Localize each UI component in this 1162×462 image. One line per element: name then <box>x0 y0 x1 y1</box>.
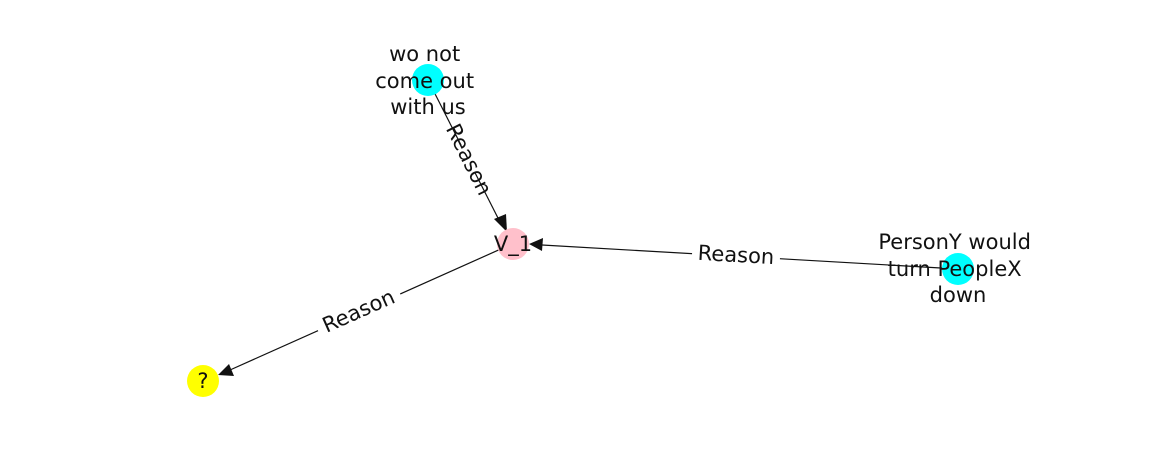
node-v1: V_1 <box>494 228 532 260</box>
node-q-circle <box>187 365 219 397</box>
edge-label-v1-q: Reason <box>319 285 399 338</box>
nodes: V_1 wo not come out with us PersonY woul… <box>187 42 1037 397</box>
node-v1-circle <box>497 228 529 260</box>
arrow-head <box>218 364 234 376</box>
node-a-label-line-1: wo not <box>389 42 460 66</box>
arrow-head <box>494 214 507 232</box>
edge-label-bg <box>312 280 406 344</box>
node-b: PersonY would turn PeopleX down <box>878 230 1037 307</box>
node-a-circle <box>412 64 444 96</box>
node-b-label-line-3: down <box>930 283 987 307</box>
node-q: ? <box>187 365 219 397</box>
node-b-label-line-1: PersonY would <box>878 230 1031 254</box>
node-a-label: wo not come out with us <box>375 42 481 119</box>
node-b-circle <box>942 253 974 285</box>
edge-label-bg <box>691 239 781 273</box>
node-v1-label: V_1 <box>494 232 532 257</box>
node-a-label-line-2: come out <box>375 69 474 93</box>
node-b-label: PersonY would turn PeopleX down <box>878 230 1037 307</box>
edge-label-bg <box>435 132 502 186</box>
node-a-label-line-3: with us <box>390 95 465 119</box>
edge-b-to-v1: Reason <box>529 238 959 273</box>
edge-label-b-v1: Reason <box>697 241 775 269</box>
node-a: wo not come out with us <box>375 42 481 119</box>
node-b-label-line-2: turn PeopleX <box>888 257 1022 281</box>
edges: Reason Reason Reason <box>218 79 959 376</box>
arrow-head <box>529 238 543 251</box>
node-q-label: ? <box>197 369 208 393</box>
edge-v1-to-q: Reason <box>218 243 513 376</box>
